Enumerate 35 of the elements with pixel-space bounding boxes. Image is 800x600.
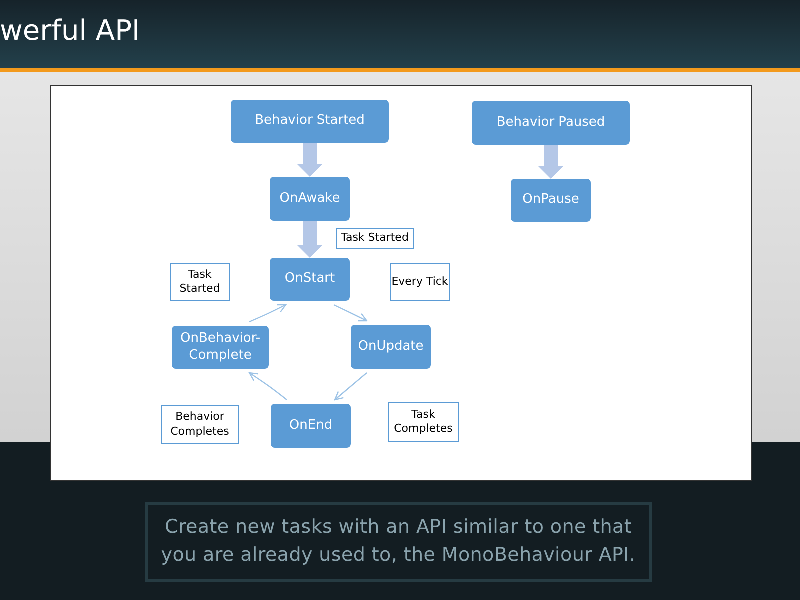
block-arrow (297, 221, 323, 258)
process-box (271, 404, 351, 448)
process-box (270, 177, 350, 221)
node-label: OnStart (284, 271, 336, 288)
node-label: OnEnd (289, 418, 333, 434)
node-label: Behavior Completes (170, 410, 230, 439)
node-label: OnAwake (280, 190, 340, 208)
note-box (390, 263, 450, 301)
node-label: Behavior Started (255, 113, 365, 130)
process-box (351, 325, 431, 369)
node-label: OnBehavior- Complete (179, 331, 262, 364)
process-box (511, 179, 591, 222)
node-label: Every Tick (392, 274, 448, 290)
note-box (161, 405, 239, 444)
note-box (336, 228, 414, 249)
note-box (388, 402, 459, 442)
node-label: Behavior Paused (496, 114, 606, 132)
node-label: OnPause (522, 192, 580, 209)
block-arrow (538, 145, 564, 179)
process-box (472, 101, 630, 145)
curved-arrow (334, 304, 368, 322)
curved-arrow (334, 372, 368, 401)
node-label: Task Started (178, 268, 222, 296)
curved-arrow (249, 304, 287, 323)
node-label: Task Started (341, 231, 409, 246)
caption-text: Create new tasks with an API similar to one that you are already used to, the MonoBehaviour API. (145, 502, 652, 582)
block-arrow (297, 143, 323, 177)
node-label: Task Completes (393, 408, 454, 436)
curved-arrow (249, 372, 288, 400)
process-box (172, 326, 269, 369)
process-box (231, 100, 389, 143)
note-box (170, 263, 230, 301)
node-label: OnUpdate (358, 338, 424, 356)
process-box (270, 258, 350, 301)
slide-title: werful API (0, 14, 140, 47)
